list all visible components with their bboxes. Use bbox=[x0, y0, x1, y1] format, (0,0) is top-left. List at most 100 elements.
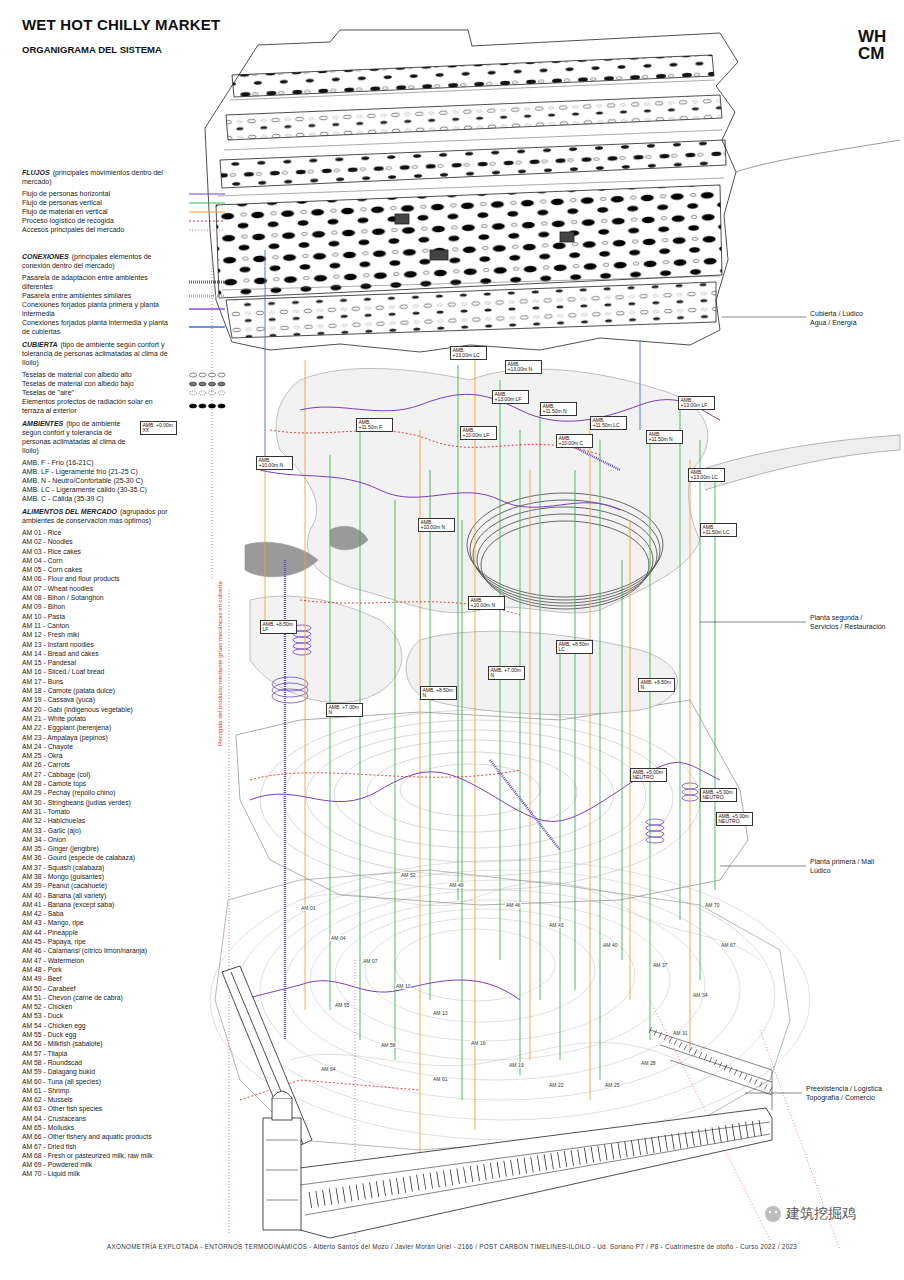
tag-text: AMB. +11.50m LC bbox=[593, 418, 625, 429]
ambient-tag: AMB. +10.00m LF bbox=[460, 426, 497, 440]
legend-sample bbox=[187, 226, 227, 234]
ambient-tag: AMB. +13.00m LF bbox=[492, 390, 529, 404]
plan-food-label: AM 58 bbox=[380, 1042, 396, 1048]
food-item: AM 17 - Buns bbox=[22, 677, 162, 686]
food-item: AM 61 - Shrimp bbox=[22, 1086, 162, 1095]
food-item: AM 43 - Mango, ripe bbox=[22, 918, 162, 927]
ambient-tag: AMB. +10.00m N bbox=[468, 596, 505, 610]
legend-section: CONEXIONES(principales elementos de cone… bbox=[22, 252, 227, 336]
food-item: AM 29 - Pechay (repollo chino) bbox=[22, 788, 162, 797]
plan-food-label: AM 61 bbox=[432, 1076, 448, 1082]
food-item: AM 45 - Papaya, ripe bbox=[22, 937, 162, 946]
plan-food-label: AM 25 bbox=[604, 1082, 620, 1088]
food-item: AM 23 - Ampalaya (pepinos) bbox=[22, 733, 162, 742]
food-item: AM 14 - Bread and cakes bbox=[22, 649, 162, 658]
food-item: AM 32 - Habichuelas bbox=[22, 816, 162, 825]
plan-food-label: AM 40 bbox=[602, 942, 618, 948]
food-item: AM 01 - Rice bbox=[22, 528, 162, 537]
legend-text: Flujo de material en vertical bbox=[22, 207, 172, 216]
food-item: AM 18 - Camote (patata dulce) bbox=[22, 686, 162, 695]
ambient-tag: AMB. +13.00m LF bbox=[678, 396, 715, 410]
plan-food-label: AM 22 bbox=[548, 1082, 564, 1088]
ambient-definition: AMB. LF - Ligeramente frío (21-25 C) bbox=[22, 467, 227, 476]
tag-text: AMB. +13.00m LF bbox=[681, 398, 713, 409]
food-item: AM 53 - Duck bbox=[22, 1011, 162, 1020]
section-heading: FLUJOS(principales movimientos dentro de… bbox=[22, 168, 172, 186]
ambient-tag: AMB. +11.50m N bbox=[646, 430, 683, 444]
legend-text: Conexiones forjados planta primera y pla… bbox=[22, 300, 172, 318]
section-heading: AMBIENTES(tipo de ambiente según confort… bbox=[22, 419, 134, 455]
ambient-tag: AMB. +13.00m N bbox=[505, 360, 542, 374]
food-item: AM 57 - Tilapia bbox=[22, 1049, 162, 1058]
plan-food-label: AM 70 bbox=[704, 902, 720, 908]
ambient-tag: AMB. +5.00m NEUTRO bbox=[700, 788, 737, 802]
ambient-tag: AMB. +11.50m LC bbox=[590, 416, 627, 430]
food-item: AM 58 - Roundscad bbox=[22, 1058, 162, 1067]
food-item: AM 60 - Tuna (all species) bbox=[22, 1077, 162, 1086]
legend-row: Teselas de material con albedo alto bbox=[22, 370, 227, 379]
legend-sample bbox=[187, 323, 227, 331]
tag-text: AMB. +5.00m NEUTRO bbox=[703, 790, 735, 801]
food-item: AM 34 - Onion bbox=[22, 835, 162, 844]
tag-text: AMB. +7.00m N bbox=[329, 705, 361, 716]
legend-text: Pasarela entre ambientes similares bbox=[22, 291, 172, 300]
plan-food-label: AM 46 bbox=[505, 902, 521, 908]
title: WET HOT CHILLY MARKET bbox=[22, 16, 220, 33]
food-item: AM 04 - Corn bbox=[22, 556, 162, 565]
ambient-tag: AMB. +8.50m LC bbox=[556, 640, 593, 654]
food-item: AM 11 - Canton bbox=[22, 621, 162, 630]
legend-sample bbox=[187, 380, 227, 388]
food-item: AM 54 - Chicken egg bbox=[22, 1021, 162, 1030]
food-item: AM 52 - Chicken bbox=[22, 1002, 162, 1011]
ambient-tag: AMB. +10.00m N bbox=[256, 456, 293, 470]
food-item: AM 38 - Mongo (guisantes) bbox=[22, 872, 162, 881]
tag-text: AMB. +0.00m XX bbox=[143, 423, 175, 434]
ambient-definition: AMB. F - Frío (16-21C) bbox=[22, 458, 227, 467]
tag-text: AMB. +11.50m N bbox=[543, 404, 575, 415]
food-item: AM 46 - Calamansi (cítrico limón/naranja… bbox=[22, 946, 162, 955]
legend-sample bbox=[187, 208, 227, 216]
tag-text: AMB. +8.50m N bbox=[423, 688, 455, 699]
food-item: AM 10 - Pasta bbox=[22, 612, 162, 621]
legend-row: Accesos principales del mercado bbox=[22, 225, 227, 234]
food-item: AM 41 - Banana (except saba) bbox=[22, 900, 162, 909]
tag-text: AMB. +11.50m LC bbox=[703, 525, 735, 536]
legend-sample bbox=[187, 371, 227, 379]
legend-row: Conexiones forjados planta primera y pla… bbox=[22, 300, 227, 318]
ambient-tag: AMB. +7.00m N bbox=[326, 703, 363, 717]
food-item: AM 03 - Rice cakes bbox=[22, 547, 162, 556]
plan-food-label: AM 13 bbox=[432, 1010, 448, 1016]
plan-food-label: AM 04 bbox=[330, 935, 346, 941]
food-item: AM 13 - Instant noodles bbox=[22, 640, 162, 649]
legend-row: Flujo de personas vertical bbox=[22, 198, 227, 207]
legend-text: Teselas de "aire" bbox=[22, 388, 172, 397]
food-item: AM 35 - Ginger (jengibre) bbox=[22, 844, 162, 853]
food-item: AM 65 - Mollusks bbox=[22, 1123, 162, 1132]
food-item: AM 31 - Tomato bbox=[22, 807, 162, 816]
food-item: AM 40 - Banana (all variety) bbox=[22, 891, 162, 900]
heading: CUBIERTA bbox=[22, 341, 58, 348]
layer-label: Planta segunda / Servicios / Restauració… bbox=[810, 613, 892, 631]
plan-food-label: AM 31 bbox=[672, 1030, 688, 1036]
food-item: AM 56 - Milkfish (sabalote) bbox=[22, 1039, 162, 1048]
tag-text: AMB. +11.50m N bbox=[649, 432, 681, 443]
food-item: AM 09 - Bihon bbox=[22, 602, 162, 611]
legend-row: Teselas de material con albedo bajo bbox=[22, 379, 227, 388]
legend-text: Elementos protectos de radiación solar e… bbox=[22, 397, 172, 415]
plan-food-label: AM 19 bbox=[508, 1062, 524, 1068]
section-heading: CONEXIONES(principales elementos de cone… bbox=[22, 252, 172, 270]
legend-text: Teselas de material con albedo bajo bbox=[22, 379, 172, 388]
food-item: AM 49 - Beef bbox=[22, 974, 162, 983]
legend-row: Proceso logístico de recogida bbox=[22, 216, 227, 225]
food-item: AM 28 - Camote tops bbox=[22, 779, 162, 788]
tag-text: AMB. +10.00m N bbox=[259, 458, 291, 469]
legend-section: FLUJOS(principales movimientos dentro de… bbox=[22, 168, 227, 234]
legend-text: Flujo de personas vertical bbox=[22, 198, 172, 207]
tag-text: AMB. +5.00m NEUTRO bbox=[719, 814, 751, 825]
vertical-note: Recogida del producto mediante grúas mec… bbox=[217, 534, 224, 794]
legend-row: Flujo de material en vertical bbox=[22, 207, 227, 216]
ambient-tag: AMB. +7.00m N bbox=[488, 666, 525, 680]
food-item: AM 05 - Corn cakes bbox=[22, 565, 162, 574]
legend-row: Conexiones forjados planta intermedia y … bbox=[22, 318, 227, 336]
